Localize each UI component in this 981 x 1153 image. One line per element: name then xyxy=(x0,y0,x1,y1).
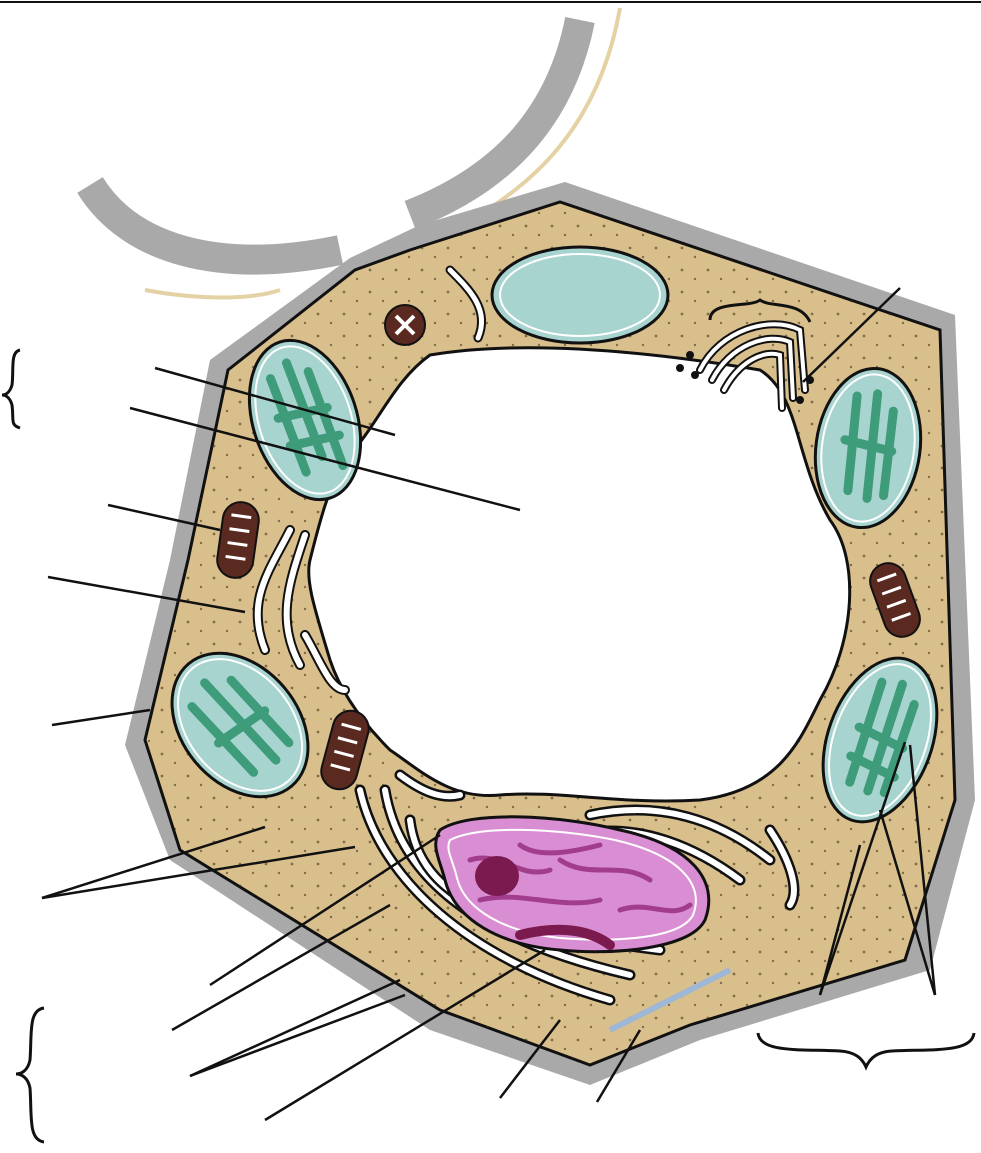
top-vesicle xyxy=(492,247,668,343)
bracket-lower-left xyxy=(16,1008,44,1142)
nucleolus xyxy=(475,856,519,896)
bracket-upper-left xyxy=(2,350,20,428)
bracket-bottom-right xyxy=(758,1033,974,1067)
central-vacuole xyxy=(309,348,850,801)
mitochondrion-top-small xyxy=(385,305,425,345)
